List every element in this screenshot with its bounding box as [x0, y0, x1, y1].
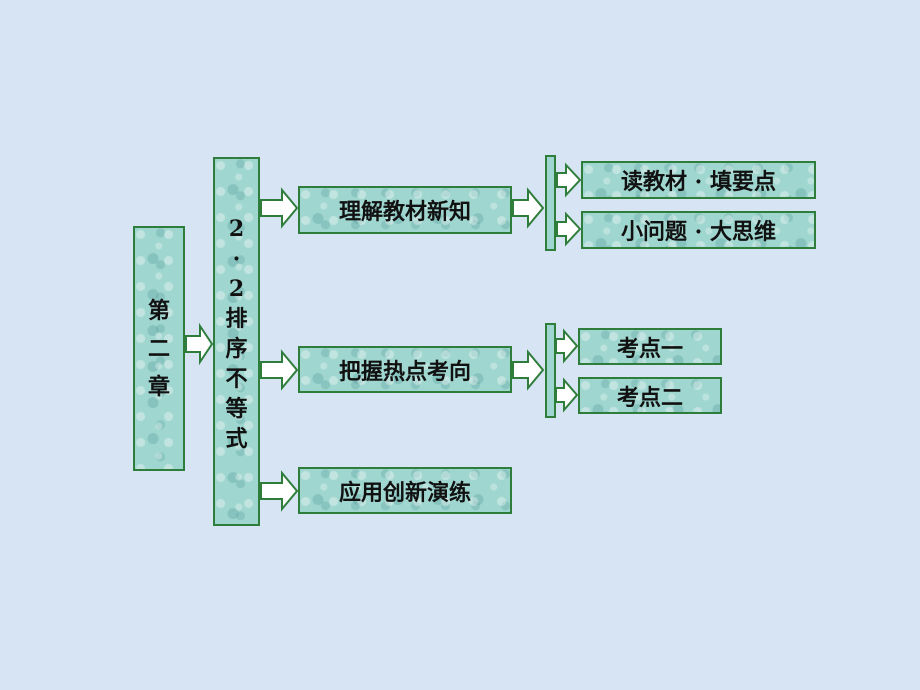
- arrow-bar-question: [556, 211, 582, 247]
- arrow-bar-point1: [555, 328, 579, 364]
- arrow-chapter-section: [185, 322, 214, 366]
- understand-textbook-box: 理解教材新知: [298, 186, 512, 234]
- chapter-char: 章: [147, 373, 170, 400]
- read-textbook-box: 读教材 · 填要点: [581, 161, 816, 199]
- arrow-bar-point2: [555, 377, 579, 413]
- arrow-section-practice: [260, 470, 299, 512]
- master-hotspots-box: 把握热点考向: [298, 346, 512, 393]
- section-char: 2: [228, 276, 245, 302]
- point-one-label: 考点一: [616, 335, 683, 362]
- section-box: 2 · 2 排 序 不 等 式: [213, 157, 260, 526]
- understand-textbook-label: 理解教材新知: [338, 199, 471, 225]
- arrow-section-master: [260, 349, 299, 391]
- master-hotspots-label: 把握热点考向: [338, 358, 471, 385]
- arrow-section-understand: [260, 187, 299, 229]
- chapter-char: 二: [147, 335, 170, 362]
- read-textbook-label: 读教材 · 填要点: [621, 169, 776, 195]
- chapter-char: 第: [147, 297, 170, 324]
- section-char: 不: [225, 366, 248, 392]
- section-char: 2: [228, 216, 245, 242]
- arrow-understand-bar: [512, 187, 545, 229]
- small-question-box: 小问题 · 大思维: [581, 211, 816, 249]
- point-two-box: 考点二: [578, 377, 722, 414]
- section-char: 式: [225, 426, 248, 452]
- section-char: 排: [225, 306, 248, 332]
- arrow-bar-read: [556, 162, 582, 198]
- chapter-box: 第 二 章: [133, 226, 185, 471]
- section-char: 序: [225, 336, 248, 362]
- point-one-box: 考点一: [578, 328, 722, 365]
- application-practice-label: 应用创新演练: [338, 479, 471, 506]
- section-char: ·: [232, 246, 241, 272]
- bracket-bar-middle: [545, 323, 556, 418]
- small-question-label: 小问题 · 大思维: [621, 219, 776, 245]
- arrow-master-bar: [512, 349, 545, 391]
- application-practice-box: 应用创新演练: [298, 467, 512, 514]
- bracket-bar-top: [545, 155, 556, 251]
- point-two-label: 考点二: [616, 384, 683, 411]
- section-char: 等: [225, 396, 248, 422]
